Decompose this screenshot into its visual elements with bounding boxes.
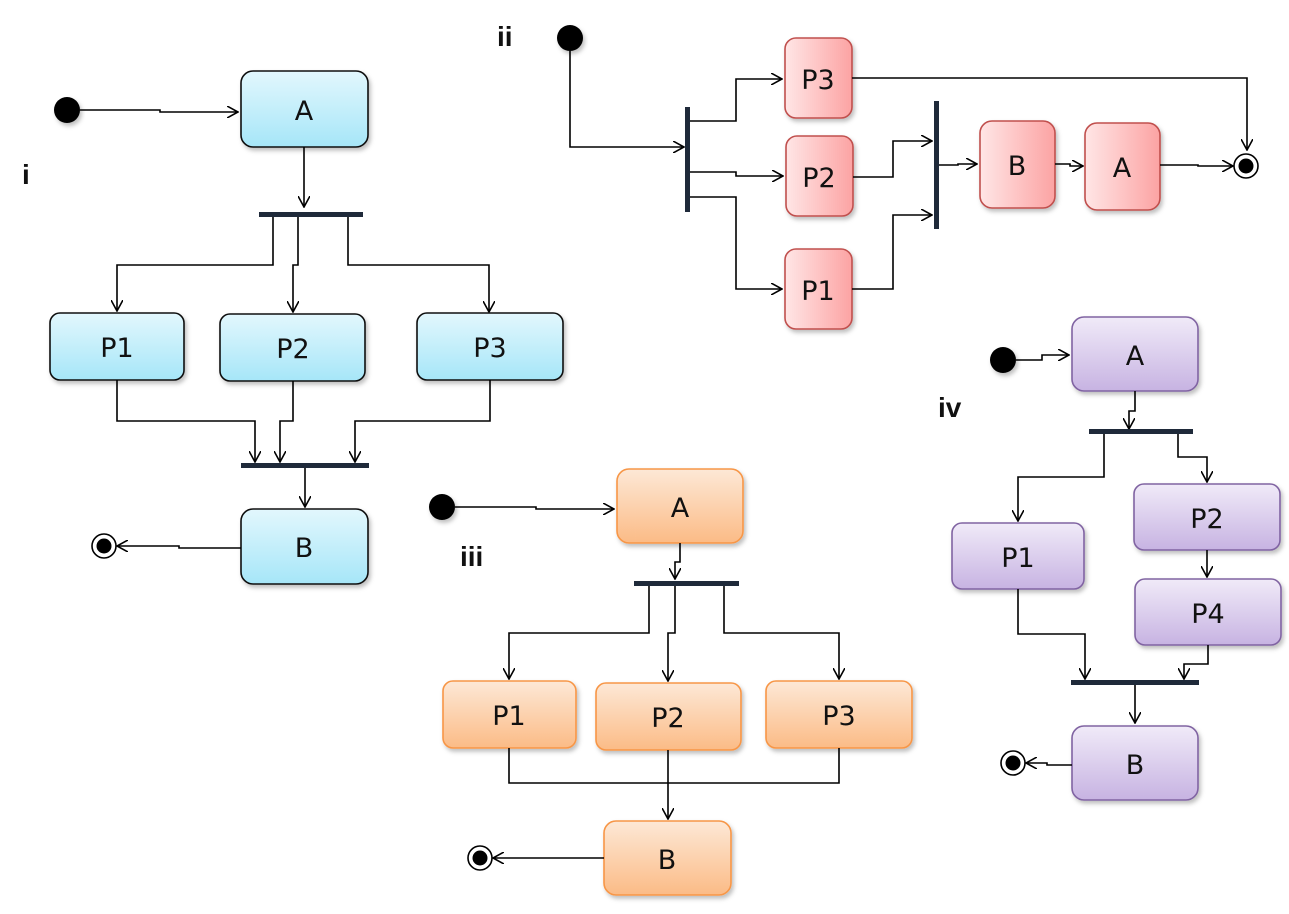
edge-start-to-a (455, 507, 614, 509)
initial-node-icon (557, 25, 583, 51)
node-a[interactable]: A (1071, 316, 1199, 392)
node-b[interactable]: B (240, 508, 369, 585)
node-label: A (295, 96, 314, 127)
node-label: P4 (1191, 599, 1224, 630)
initial-node-icon (990, 347, 1016, 373)
edge-p1-to-join (1017, 589, 1085, 679)
join-bar (1071, 680, 1199, 685)
edge-fork-to-p2 (293, 217, 298, 312)
edge-fork-to-p2 (1177, 434, 1207, 482)
node-label: P1 (100, 333, 133, 364)
node-p2[interactable]: P2 (219, 313, 366, 382)
node-label: A (1126, 341, 1145, 372)
node-label: P3 (822, 701, 855, 732)
diagram-ii: ii P3 P2 P1 B A (497, 21, 1259, 330)
node-p2[interactable]: P2 (1133, 483, 1281, 551)
edge-b-to-a (1055, 164, 1083, 166)
panel-label-iii: iii (460, 541, 483, 572)
edge-b-to-end (117, 546, 241, 548)
node-p1[interactable]: P1 (49, 312, 185, 381)
node-a[interactable]: A (1084, 122, 1161, 211)
final-node-icon (467, 845, 493, 871)
edge-start-to-a (1016, 355, 1069, 360)
final-node-icon (1000, 750, 1026, 776)
edge-p3-to-end (852, 77, 1247, 150)
final-node-icon (91, 533, 117, 559)
initial-node-icon (429, 494, 455, 520)
node-p1[interactable]: P1 (784, 248, 853, 330)
node-label: P2 (651, 703, 684, 734)
node-p1[interactable]: P1 (442, 680, 577, 749)
node-label: B (1008, 151, 1027, 182)
node-p3[interactable]: P3 (416, 312, 564, 381)
edge-join-to-b (939, 164, 977, 165)
node-label: P1 (492, 701, 525, 732)
edge-fork-to-p3 (723, 586, 839, 679)
edge-p4-to-join (1184, 645, 1209, 679)
fork-bar (259, 212, 363, 217)
node-label: P3 (801, 65, 834, 96)
edge-fork-to-p2 (690, 172, 783, 176)
panel-label-ii: ii (497, 21, 513, 52)
node-p2[interactable]: P2 (595, 682, 742, 751)
edge-fork-to-p3 (347, 217, 489, 312)
edge-p3-to-join (355, 380, 491, 462)
fork-bar (1089, 429, 1193, 434)
fork-bar (634, 581, 739, 586)
node-p4[interactable]: P4 (1134, 578, 1282, 646)
diagram-i: i A P1 P2 P3 B (22, 70, 564, 585)
node-a[interactable]: A (240, 70, 369, 148)
fork-bar (685, 107, 690, 212)
node-label: A (1113, 153, 1132, 184)
join-bar (934, 101, 939, 229)
node-p1[interactable]: P1 (951, 522, 1085, 590)
node-label: P2 (276, 334, 309, 365)
edge-a-to-end (1160, 165, 1233, 166)
edge-p2-to-join (280, 381, 294, 462)
edge-a-to-fork (1129, 391, 1136, 429)
edge-fork-to-p1 (690, 196, 782, 289)
edge-p2-to-join (853, 141, 932, 178)
node-p3[interactable]: P3 (784, 37, 853, 119)
edge-merge-line (508, 748, 840, 784)
panel-label-iv: iv (938, 392, 962, 423)
node-p2[interactable]: P2 (785, 135, 854, 217)
edge-b-to-end (1026, 763, 1072, 765)
node-label: B (295, 533, 314, 564)
edge-fork-to-p1 (509, 586, 650, 679)
edge-p1-to-join (852, 215, 932, 290)
join-bar (241, 463, 369, 468)
node-label: P1 (1001, 543, 1034, 574)
node-p3[interactable]: P3 (765, 680, 913, 749)
diagram-iv: iv A P2 P1 P4 B (938, 316, 1282, 801)
final-node-icon (1233, 153, 1259, 179)
edge-a-to-fork (675, 543, 680, 579)
edge-start-to-fork (569, 51, 684, 147)
edge-start-to-a (80, 110, 238, 112)
edge-fork-to-p1 (1018, 434, 1105, 521)
panel-label-i: i (22, 159, 30, 190)
node-b[interactable]: B (1071, 725, 1199, 801)
node-label: P3 (473, 333, 506, 364)
node-label: A (671, 493, 690, 524)
node-b[interactable]: B (603, 820, 732, 896)
edge-fork-to-p3 (690, 79, 782, 122)
node-label: P1 (801, 276, 834, 307)
edge-p1-to-join (116, 380, 255, 462)
edge-fork-to-p2 (668, 586, 676, 681)
node-label: P2 (802, 163, 835, 194)
diagram-iii: iii A P1 P2 P3 B (429, 468, 913, 896)
edge-fork-to-p1 (117, 217, 274, 311)
node-b[interactable]: B (979, 120, 1056, 209)
node-label: B (1126, 750, 1145, 781)
node-a[interactable]: A (616, 468, 744, 544)
node-label: P2 (1190, 504, 1223, 535)
node-label: B (658, 845, 677, 876)
initial-node-icon (54, 97, 80, 123)
